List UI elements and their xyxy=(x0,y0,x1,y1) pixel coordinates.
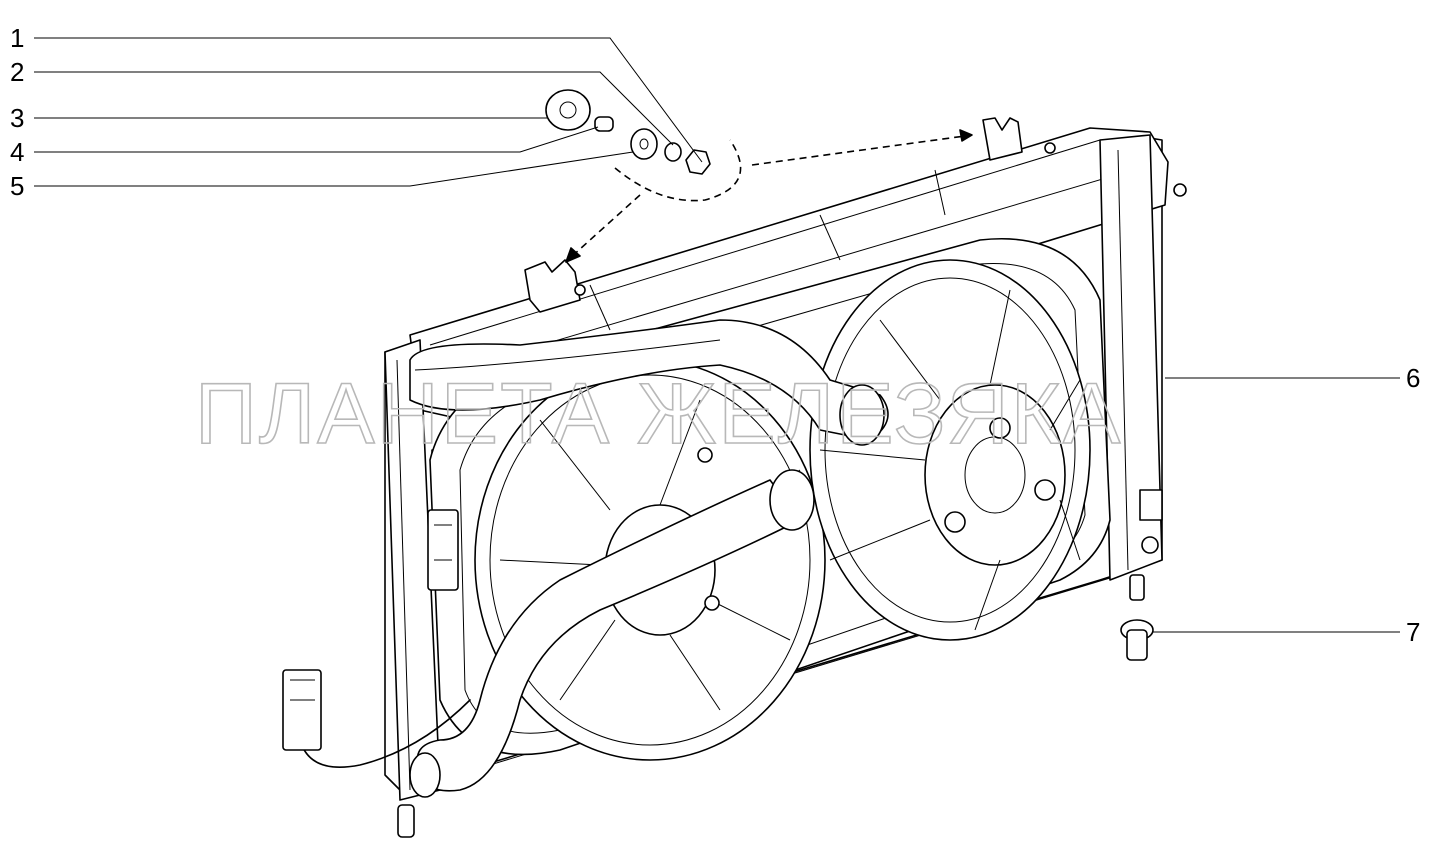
lower-hose xyxy=(409,469,815,798)
exploded-parts xyxy=(545,89,973,263)
callout-7: 7 xyxy=(1406,617,1420,647)
part-1-nut xyxy=(685,149,711,175)
part-4-bushing xyxy=(594,116,614,132)
part-7-plug xyxy=(1120,619,1154,661)
leader-lines xyxy=(34,37,1400,633)
callout-1: 1 xyxy=(10,23,24,53)
callout-labels: 1 2 3 4 5 6 7 xyxy=(10,23,1420,647)
callout-2: 2 xyxy=(10,57,24,87)
right-fan xyxy=(809,259,1091,641)
wiring-harness xyxy=(282,509,471,769)
upper-hose xyxy=(409,319,889,446)
part-3-cushion xyxy=(545,89,591,131)
callout-6: 6 xyxy=(1406,363,1420,393)
watermark-text: ПЛАНЕТА ЖЕЛЕЗЯКА xyxy=(195,366,1122,462)
callout-4: 4 xyxy=(10,137,24,167)
callout-5: 5 xyxy=(10,171,24,201)
electrical-connector-fan xyxy=(427,509,459,591)
electrical-connector-left xyxy=(282,669,322,751)
part-2-lock-washer xyxy=(664,142,682,162)
callout-3: 3 xyxy=(10,103,24,133)
part-5-washer xyxy=(630,128,658,160)
